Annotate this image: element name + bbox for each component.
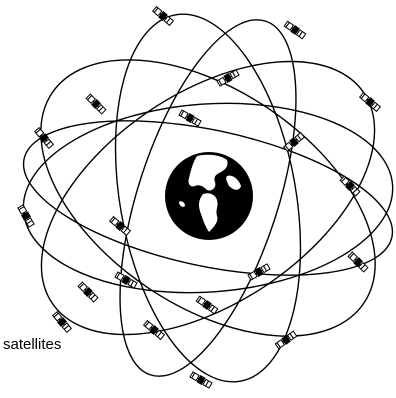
satellites-label: satellites <box>3 336 61 354</box>
satellite-icon <box>284 20 307 39</box>
satellite-icon <box>196 295 219 314</box>
satellite-icon <box>77 281 98 302</box>
satellite-icon <box>189 371 212 389</box>
satellite-icon <box>247 263 270 281</box>
satellite-icon <box>339 175 360 196</box>
satellite-icon <box>359 92 381 112</box>
earth-globe-icon <box>165 152 253 240</box>
satellite-icon <box>85 93 106 114</box>
satellite-icon <box>347 251 368 272</box>
satellite-icon <box>34 127 54 149</box>
